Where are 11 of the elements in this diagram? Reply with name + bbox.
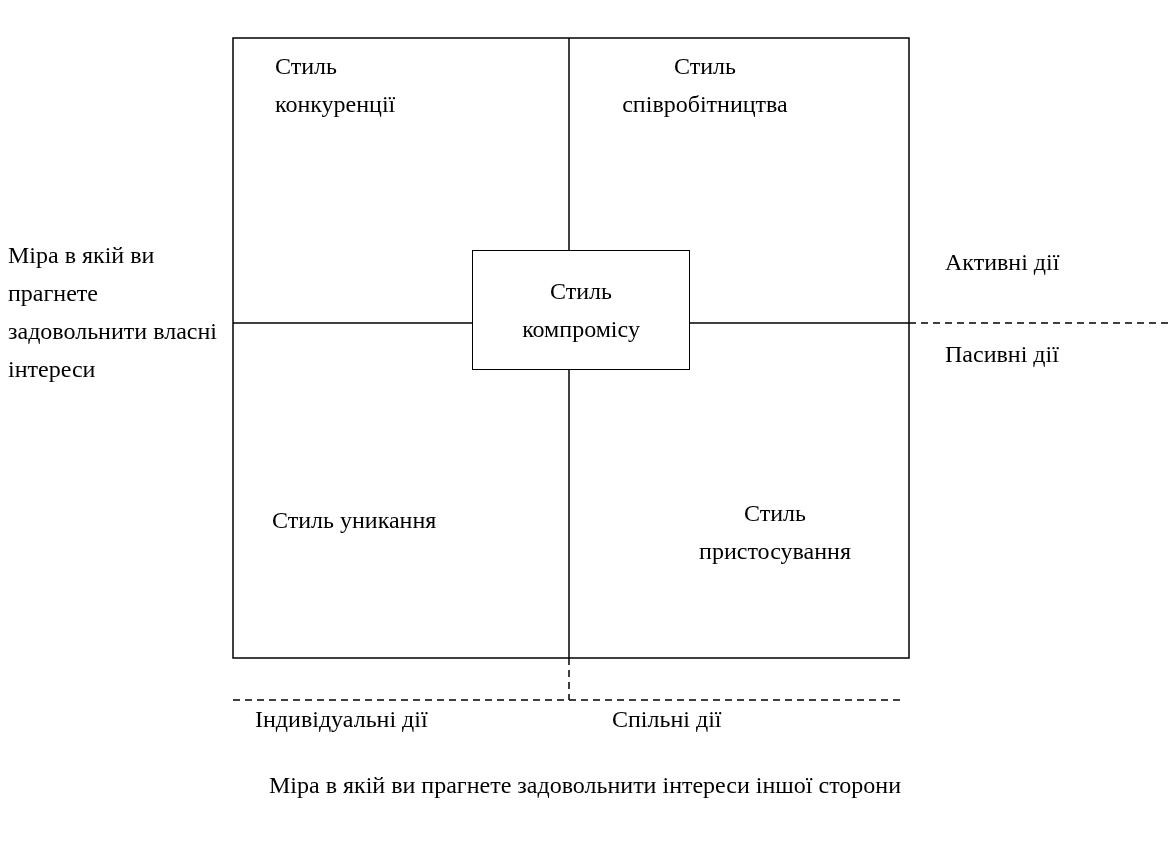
quadrant-label: Стиль конкуренції [275, 52, 397, 119]
quadrant-label: Стиль уникання [272, 506, 438, 535]
axis-label: Міра в якій ви прагнете задовольнити власні інтереси [8, 241, 218, 384]
quadrant-label: Стиль співробітництва [621, 52, 789, 119]
axis-label: Індивідуальні дії [255, 705, 429, 734]
axis-label: Пасивні дії [945, 340, 1060, 369]
style-box: Стиль компромісу [472, 250, 690, 370]
axis-label: Спільні дії [612, 705, 723, 734]
axis-label: Активні дії [945, 248, 1061, 277]
quadrant-label: Стиль пристосування [698, 499, 852, 566]
axis-label: Міра в якій ви прагнете задовольнити інтереси іншої сторони [267, 771, 903, 800]
